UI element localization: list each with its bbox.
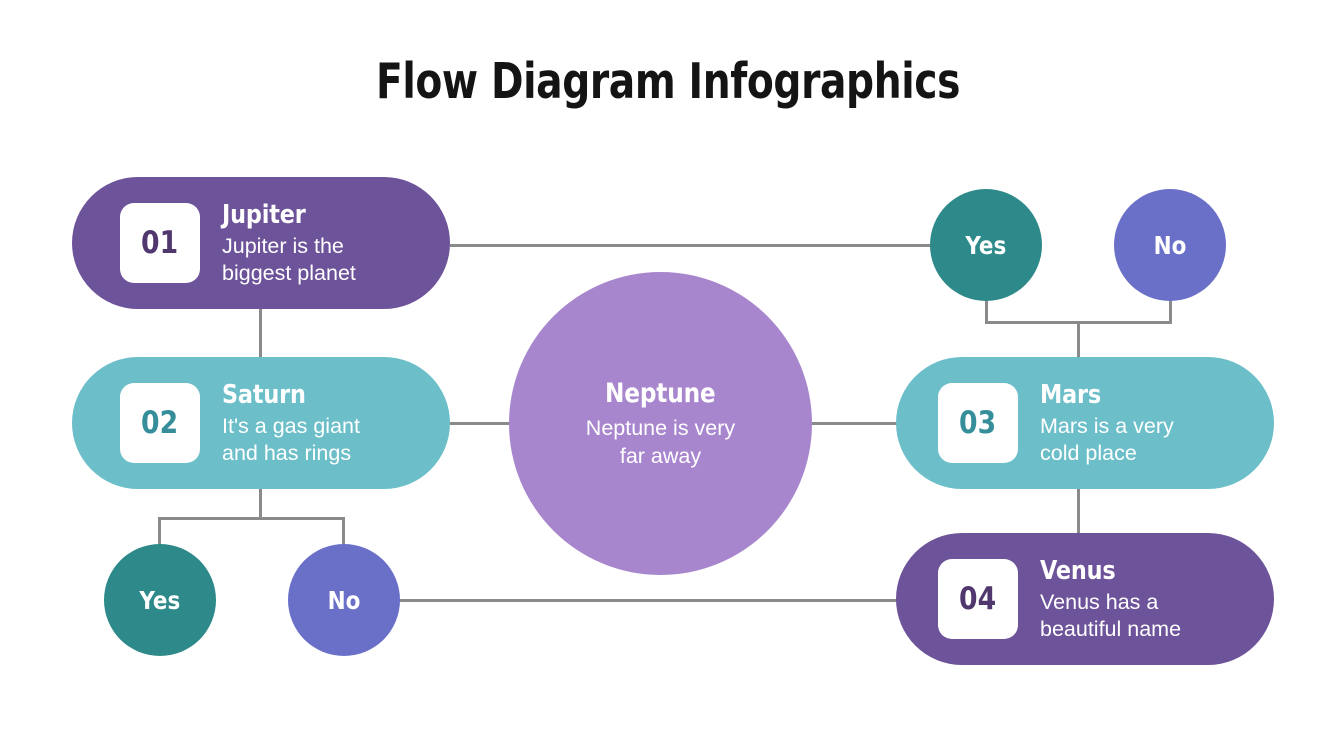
connector-mars-to-venus xyxy=(1077,486,1080,536)
connector-saturn-to-branch xyxy=(259,487,262,519)
card-mars-text: Mars Mars is a very cold place xyxy=(1040,380,1174,467)
card-venus[interactable]: 04 Venus Venus has a beautiful name xyxy=(896,533,1274,665)
connector-jupiter-to-yes xyxy=(450,244,932,247)
decision-no-top-right[interactable]: No xyxy=(1114,189,1226,301)
card-jupiter-description: Jupiter is the biggest planet xyxy=(222,233,356,285)
connector-jupiter-to-saturn xyxy=(259,306,262,360)
card-venus-title: Venus xyxy=(1040,555,1116,586)
decision-yes-top-right-label: Yes xyxy=(965,230,1007,260)
card-saturn-title: Saturn xyxy=(222,379,306,410)
connector-right-branch-to-mars xyxy=(1077,321,1080,361)
center-node-neptune[interactable]: Neptune Neptune is very far away xyxy=(509,272,812,575)
decision-no-bottom-left[interactable]: No xyxy=(288,544,400,656)
card-jupiter[interactable]: 01 Jupiter Jupiter is the biggest planet xyxy=(72,177,450,309)
card-mars-title: Mars xyxy=(1040,379,1101,410)
card-mars-description: Mars is a very cold place xyxy=(1040,413,1174,465)
card-saturn-number-badge: 02 xyxy=(120,383,200,463)
card-jupiter-number-badge: 01 xyxy=(120,203,200,283)
decision-yes-bottom-left-label: Yes xyxy=(139,585,181,615)
connector-saturn-to-neptune xyxy=(450,422,514,425)
card-saturn[interactable]: 02 Saturn It's a gas giant and has rings xyxy=(72,357,450,489)
decision-no-bottom-left-label: No xyxy=(327,585,361,615)
connector-neptune-to-mars xyxy=(808,422,900,425)
card-saturn-text: Saturn It's a gas giant and has rings xyxy=(222,380,360,467)
card-mars-number: 03 xyxy=(959,405,997,441)
card-jupiter-title: Jupiter xyxy=(222,199,306,230)
card-venus-number-badge: 04 xyxy=(938,559,1018,639)
page-title: Flow Diagram Infographics xyxy=(375,53,961,110)
connector-right-branch-bar xyxy=(985,321,1172,324)
center-node-description: Neptune is very far away xyxy=(585,415,736,468)
connector-no-left-to-venus xyxy=(398,599,902,602)
center-node-title: Neptune xyxy=(605,377,716,409)
card-saturn-description: It's a gas giant and has rings xyxy=(222,413,360,465)
card-jupiter-number: 01 xyxy=(141,225,179,261)
card-venus-description: Venus has a beautiful name xyxy=(1040,589,1182,641)
decision-no-top-right-label: No xyxy=(1153,230,1187,260)
card-mars[interactable]: 03 Mars Mars is a very cold place xyxy=(896,357,1274,489)
card-jupiter-text: Jupiter Jupiter is the biggest planet xyxy=(222,200,356,287)
decision-yes-bottom-left[interactable]: Yes xyxy=(104,544,216,656)
card-venus-number: 04 xyxy=(959,581,997,617)
card-saturn-number: 02 xyxy=(141,405,179,441)
card-venus-text: Venus Venus has a beautiful name xyxy=(1040,556,1181,643)
decision-yes-top-right[interactable]: Yes xyxy=(930,189,1042,301)
connector-left-branch-bar xyxy=(158,517,345,520)
card-mars-number-badge: 03 xyxy=(938,383,1018,463)
